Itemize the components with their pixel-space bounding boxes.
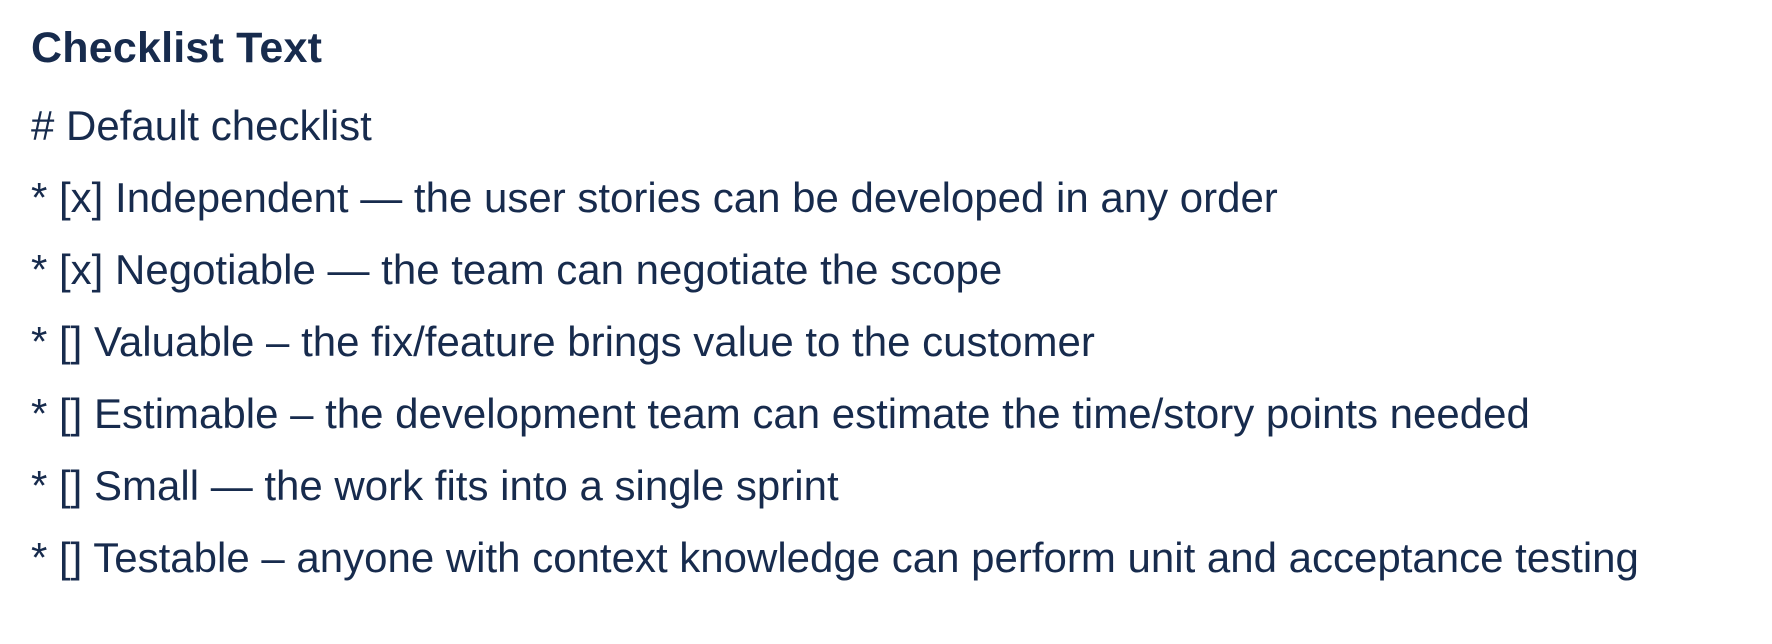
checklist-line-valuable: * [] Valuable – the fix/feature brings v… [31,318,1095,365]
checklist-line-testable: * [] Testable – anyone with context know… [31,534,1639,581]
field-label-checklist-text: Checklist Text [31,24,323,72]
checklist-line-heading: # Default checklist [31,102,372,149]
checklist-text-field: Checklist Text # Default checklist * [x]… [31,24,1772,594]
checklist-line-small: * [] Small — the work fits into a single… [31,462,839,509]
checklist-text-value: # Default checklist * [x] Independent — … [31,90,1772,594]
checklist-line-estimable: * [] Estimable – the development team ca… [31,390,1530,437]
checklist-line-independent: * [x] Independent — the user stories can… [31,174,1278,221]
checklist-line-negotiable: * [x] Negotiable — the team can negotiat… [31,246,1003,293]
